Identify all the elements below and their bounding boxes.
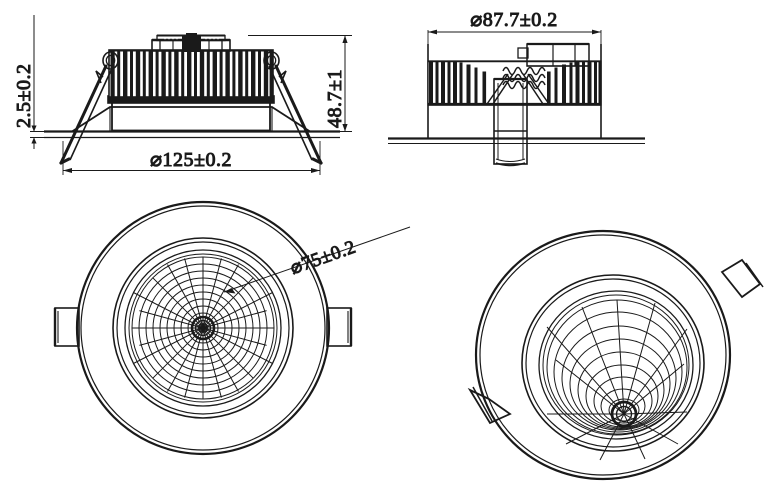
tilted-reflector-cup-rings <box>521 274 705 452</box>
dimension-outer-diameter: ⌀125±0.2 <box>62 141 321 175</box>
tilted-reflector-radial-spokes <box>546 299 688 461</box>
bezel-outer-rings <box>75 200 331 456</box>
bezel-flange <box>71 106 311 133</box>
ceiling-plane-lines <box>44 130 340 139</box>
dimension-overall-height: 48.7±1 <box>248 35 352 132</box>
side-heatsink-fins <box>427 60 602 106</box>
tilted-bezel-outer-rings <box>474 229 732 481</box>
dimension-flange-thickness: 2.5±0.2 <box>13 15 62 149</box>
tilted-center-led-boss <box>610 400 638 428</box>
spring-clip-left <box>59 51 119 165</box>
reflector-cup-rings <box>112 237 294 419</box>
heatsink-fins <box>108 49 274 98</box>
dimension-outer-diameter-label: ⌀125±0.2 <box>150 149 232 171</box>
terminal-block <box>151 33 231 52</box>
front-elevation-view: 2.5±0.2 48.7±1 ⌀125±0.2 <box>13 15 352 175</box>
side-elevation-view: ⌀87.7±0.2 <box>388 9 645 167</box>
tilted-spring-clip-tab-lower <box>467 386 512 425</box>
side-terminal-box <box>517 42 590 67</box>
bottom-tilted-view <box>467 229 764 481</box>
center-led-boss <box>190 315 216 341</box>
tilted-spring-clip-tab-upper <box>720 258 764 299</box>
driver-barrel <box>493 77 528 167</box>
spring-clip-tab-left <box>53 307 80 347</box>
spring-clip-tab-right <box>326 307 353 347</box>
dimension-body-diameter-label: ⌀87.7±0.2 <box>470 9 558 31</box>
dimension-body-diameter: ⌀87.7±0.2 <box>427 9 602 48</box>
dimension-overall-height-label: 48.7±1 <box>324 69 346 128</box>
spring-clip-right <box>263 51 323 165</box>
dimension-flange-thickness-label: 2.5±0.2 <box>13 64 35 128</box>
